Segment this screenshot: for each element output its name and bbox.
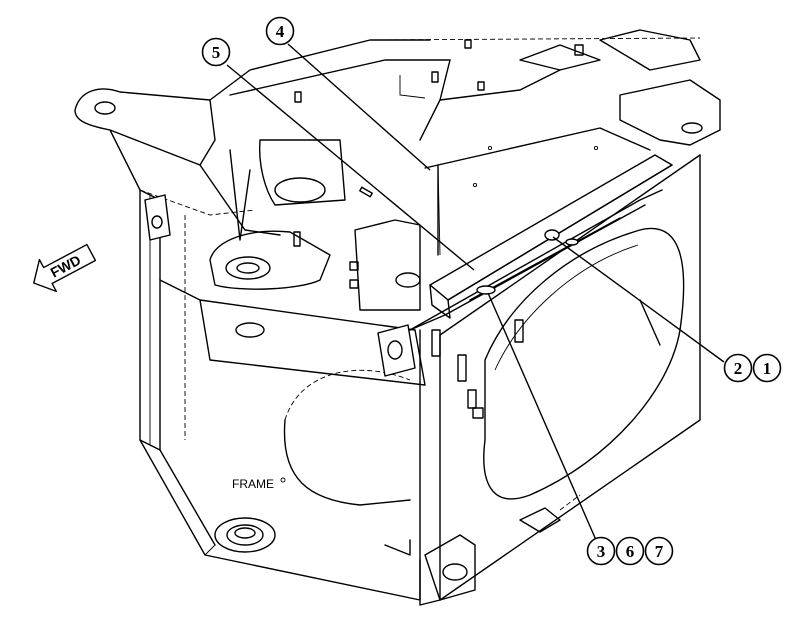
callout-2-label: 2 [734,359,743,378]
leader-lines [226,43,725,541]
fwd-arrow-icon: FWD [33,243,97,293]
callout-5-label: 5 [212,43,221,62]
frame-body [74,29,721,606]
callout-7: 7 [644,536,674,566]
callout-6: 6 [615,536,645,566]
callout-7-label: 7 [655,542,664,561]
callout-3: 3 [586,536,616,566]
frame-label: FRAME [232,477,274,491]
callout-4: 4 [265,16,295,46]
callout-1: 1 [752,353,782,383]
callout-4-label: 4 [276,22,285,41]
callout-3-label: 3 [597,542,606,561]
callout-2: 2 [723,353,753,383]
callout-6-label: 6 [626,542,635,561]
rail-assembly [409,154,673,331]
callout-1-label: 1 [763,359,772,378]
callout-5: 5 [201,37,231,67]
